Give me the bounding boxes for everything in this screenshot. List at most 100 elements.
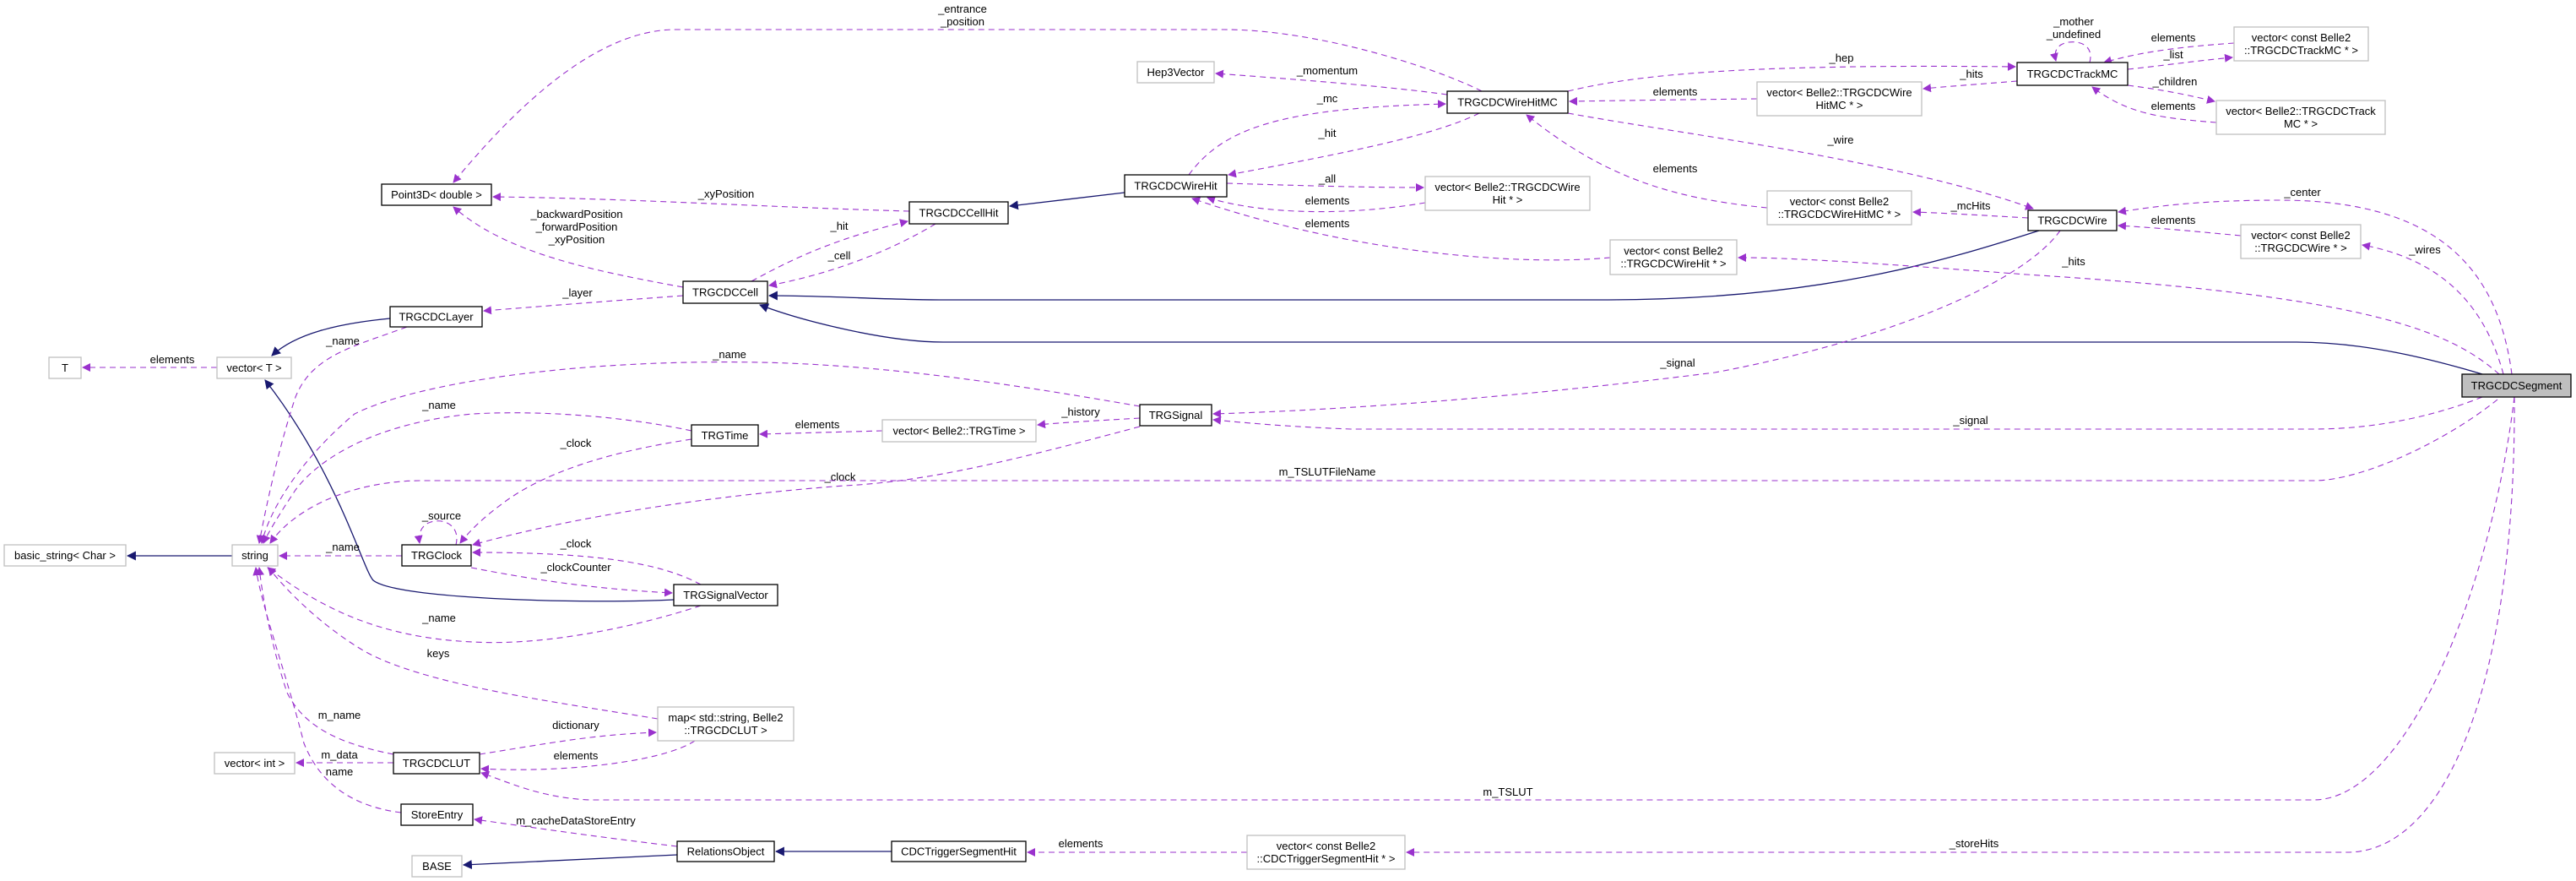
class-node-segment[interactable]: TRGCDCSegment — [2461, 373, 2572, 398]
class-node-label: TRGSignal — [1149, 409, 1203, 421]
usage-edge: _name — [279, 541, 402, 560]
usage-edge: _backwardPosition_forwardPosition_xyPosi… — [453, 206, 684, 288]
usage-edge-line — [2103, 42, 2235, 65]
edge-label: _signal — [1659, 356, 1695, 369]
edge-label: _undefined — [2046, 28, 2101, 41]
usage-edge: elements — [2118, 214, 2242, 237]
class-node-box — [657, 706, 794, 742]
usage-edge: _list — [2127, 48, 2233, 70]
class-node-box — [3, 544, 127, 567]
class-node-vecCdcTSH[interactable]: vector< const Belle2::CDCTriggerSegmentH… — [1246, 835, 1406, 870]
usage-edge: _mother_undefined — [2046, 15, 2101, 63]
class-node-cdcTSH[interactable]: CDCTriggerSegmentHit — [891, 840, 1027, 862]
class-node-box — [2240, 224, 2362, 259]
class-node-t[interactable]: T — [48, 356, 82, 379]
class-node-label: T — [62, 362, 68, 374]
edge-label: _mc — [1316, 92, 1338, 105]
edge-label: _name — [325, 541, 360, 553]
usage-edge-line — [1912, 208, 2029, 219]
usage-edge-line — [483, 295, 684, 315]
usage-edge-line — [453, 29, 1483, 183]
class-node-vectorInt[interactable]: vector< int > — [214, 752, 296, 775]
class-node-vecWireHitMC[interactable]: vector< Belle2::TRGCDCWireHitMC * > — [1756, 81, 1923, 117]
usage-edge: keys — [268, 567, 659, 720]
usage-edge-line — [252, 567, 402, 813]
usage-edge-line — [1567, 112, 2034, 210]
usage-edge: elements — [2103, 31, 2235, 65]
usage-edge: _entrance_position — [453, 3, 1483, 183]
class-node-label: Point3D< double > — [391, 188, 482, 201]
class-node-label: StoreEntry — [411, 808, 464, 821]
usage-edge: _mc — [1188, 92, 1446, 176]
class-node-lut[interactable]: TRGCDCLUT — [393, 752, 480, 775]
class-node-label: TRGCDCCellHit — [919, 207, 999, 220]
class-node-label: RelationsObject — [687, 846, 765, 858]
class-node-base[interactable]: BASE — [411, 855, 463, 878]
class-node-cellHit[interactable]: TRGCDCCellHit — [908, 201, 1009, 225]
usage-edge: elements — [1027, 837, 1247, 857]
class-node-basicString[interactable]: basic_string< Char > — [3, 544, 127, 567]
class-node-label: vector< Belle2::TRGTime > — [892, 425, 1025, 438]
class-node-wireHit[interactable]: TRGCDCWireHit — [1124, 174, 1228, 198]
class-node-layer[interactable]: TRGCDCLayer — [389, 306, 483, 328]
nodes-layer: TRGCDCSegment Point3D< double > TRGCDCLaye… — [3, 26, 2572, 878]
class-node-label: vector< Belle2::TRGCDCWire — [1766, 86, 1912, 99]
class-node-storeEntry[interactable]: StoreEntry — [400, 803, 474, 826]
class-node-trackMC[interactable]: TRGCDCTrackMC — [2016, 62, 2129, 86]
class-node-label: vector< const Belle2 — [2251, 229, 2350, 242]
usage-edge: dictionary — [479, 719, 657, 755]
usage-edge-line — [1191, 197, 1611, 261]
edge-label: _name — [421, 399, 456, 411]
usage-edge-line — [1226, 182, 1424, 192]
class-node-vecConstWireHit[interactable]: vector< const Belle2::TRGCDCWireHit * > — [1609, 239, 1738, 275]
class-node-box — [401, 544, 472, 567]
class-node-box — [214, 752, 296, 775]
edge-label: _center — [2283, 186, 2321, 198]
usage-edge-line — [1212, 396, 2483, 430]
class-node-point3d[interactable]: Point3D< double > — [381, 183, 492, 206]
edge-label: _children — [2152, 75, 2198, 88]
usage-edge-line — [1207, 195, 1426, 213]
class-node-vecConstTrackMC[interactable]: vector< const Belle2::TRGCDCTrackMC * > — [2233, 26, 2369, 62]
class-node-vecTime[interactable]: vector< Belle2::TRGTime > — [881, 419, 1037, 443]
edge-label: _all — [1318, 172, 1336, 185]
edge-label: _position — [940, 15, 984, 28]
edge-label: _momentum — [1296, 64, 1358, 77]
class-node-signalVector[interactable]: TRGSignalVector — [673, 584, 778, 606]
usage-edge: _hit — [1228, 112, 1480, 178]
edge-label: elements — [554, 749, 599, 762]
class-node-vecTrackMC[interactable]: vector< Belle2::TRGCDCTrackMC * > — [2215, 100, 2386, 135]
edge-label: _name — [712, 348, 746, 361]
usage-edge-line — [1212, 230, 2061, 418]
class-node-trgtime[interactable]: TRGTime — [691, 424, 759, 447]
class-node-box — [1136, 61, 1215, 84]
class-node-box — [1424, 176, 1591, 211]
usage-edge: m_name — [255, 567, 394, 755]
class-node-wire[interactable]: TRGCDCWire — [2027, 209, 2118, 231]
class-node-box — [1124, 174, 1228, 198]
class-node-vectorT[interactable]: vector< T > — [216, 356, 292, 379]
class-node-label: ::CDCTriggerSegmentHit * > — [1257, 852, 1396, 865]
class-node-cell[interactable]: TRGCDCCell — [682, 280, 768, 304]
class-node-vecWireHit[interactable]: vector< Belle2::TRGCDCWireHit * > — [1424, 176, 1591, 211]
class-node-clock[interactable]: TRGClock — [401, 544, 472, 567]
class-node-vecConstWireHitMC[interactable]: vector< const Belle2::TRGCDCWireHitMC * … — [1766, 190, 1912, 226]
class-node-relations[interactable]: RelationsObject — [676, 840, 775, 862]
class-node-lutMap[interactable]: map< std::string, Belle2::TRGCDCLUT > — [657, 706, 794, 742]
class-node-signal[interactable]: TRGSignal — [1139, 404, 1212, 427]
edge-label: _list — [2162, 48, 2183, 61]
inheritance-edge — [462, 854, 678, 870]
class-node-vecConstWire[interactable]: vector< const Belle2::TRGCDCWire * > — [2240, 224, 2362, 259]
class-node-box — [389, 306, 483, 328]
usage-edge-line — [751, 219, 908, 282]
edge-label: _clock — [560, 537, 592, 550]
class-node-label: string — [241, 549, 268, 562]
inheritance-edge — [271, 318, 391, 356]
usage-edge: m_cacheDataStoreEntry — [474, 814, 678, 847]
class-node-string[interactable]: string — [231, 544, 279, 567]
class-node-wireHitMC[interactable]: TRGCDCWireHitMC — [1446, 90, 1569, 114]
class-node-box — [1139, 404, 1212, 427]
usage-edge-line — [1215, 69, 1448, 95]
class-node-hep3[interactable]: Hep3Vector — [1136, 61, 1215, 84]
edge-label: elements — [150, 353, 195, 366]
